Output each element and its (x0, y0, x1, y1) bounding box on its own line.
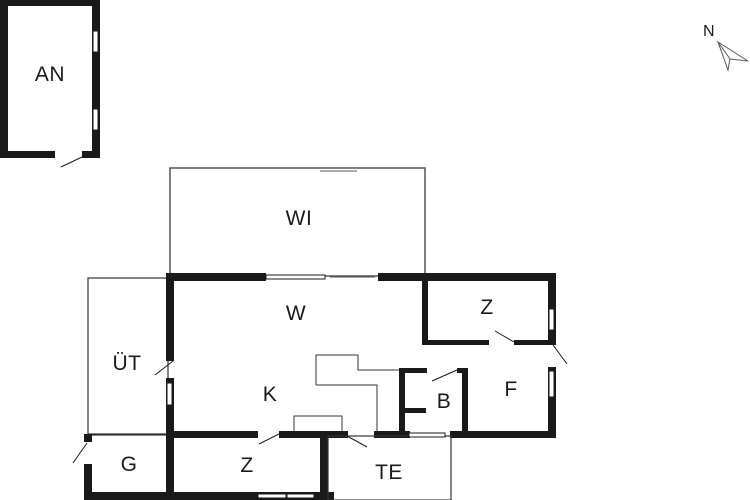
terrace-outline (327, 435, 452, 500)
windows (166, 274, 555, 499)
wall (92, 0, 100, 158)
wall (0, 0, 8, 158)
north-arrow-icon (717, 40, 749, 72)
room-label-g: G (120, 453, 138, 476)
room-label-w: W (285, 302, 307, 325)
room-label-b: B (436, 390, 452, 413)
annex-building (0, 0, 100, 168)
room-label-te: TE (375, 461, 403, 484)
room-label-k: K (262, 383, 278, 406)
room-label-wi: WI (285, 207, 313, 230)
room-label-z1: Z (480, 296, 494, 319)
room-label-an: AN (34, 63, 66, 86)
door-swings (72, 330, 568, 464)
window (92, 108, 99, 131)
window (92, 30, 99, 53)
room-label-z2: Z (240, 454, 254, 477)
room-label-ut: ÜT (112, 352, 142, 375)
door-swing (60, 156, 83, 168)
wall (82, 151, 100, 158)
wall (0, 151, 55, 158)
wall (0, 0, 100, 6)
kitchen-counter (293, 354, 399, 432)
room-label-f: F (504, 378, 518, 401)
north-label: N (703, 23, 715, 40)
